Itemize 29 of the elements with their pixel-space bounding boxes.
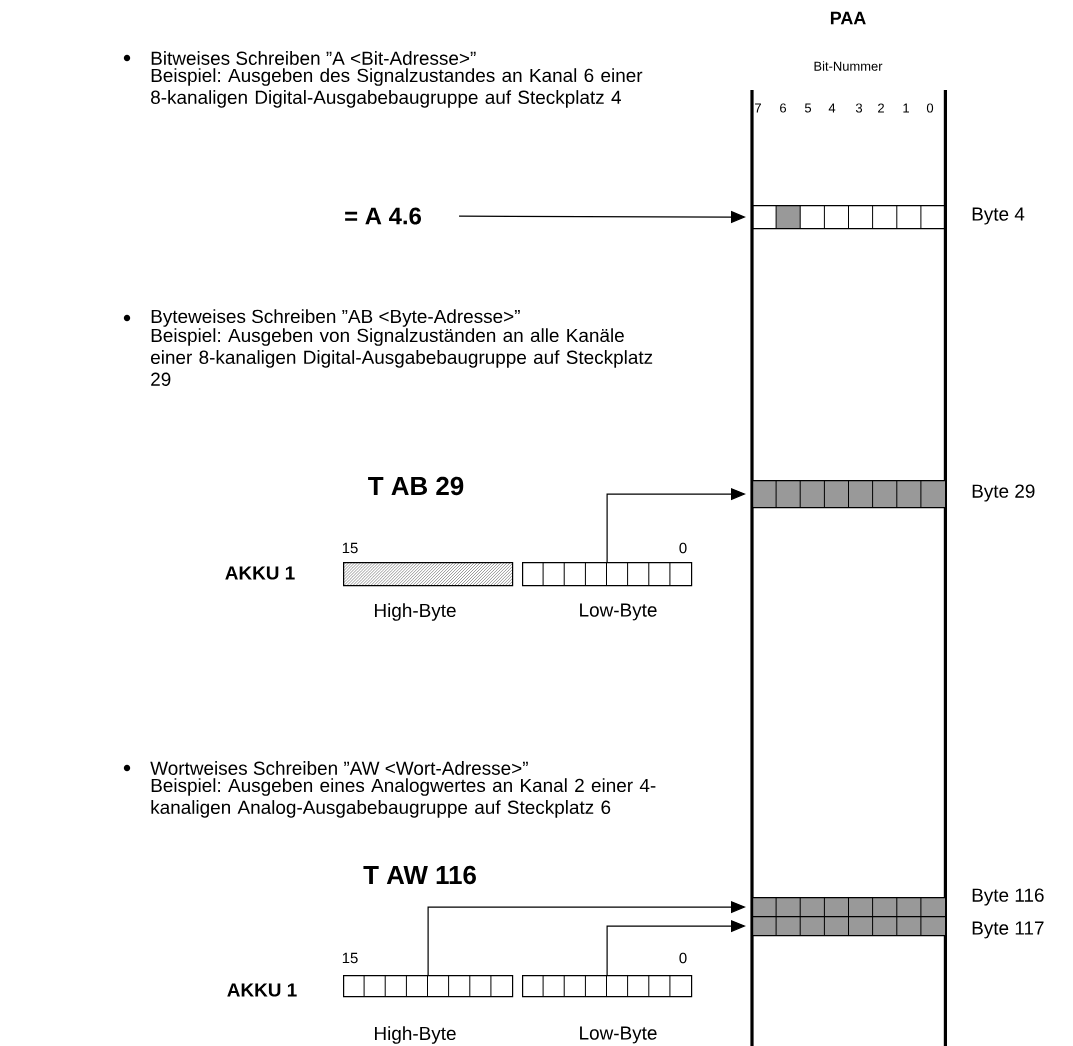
- bullet-heading: Bitweises Schreiben ”A <Bit-Adresse>”: [151, 51, 476, 65]
- column-subheading: Bit-Nummer: [814, 61, 883, 71]
- byte-caption: High-Byte: [375, 1026, 456, 1044]
- example-text: Beispiel: Ausgeben von Signalzuständen an alle Kanäle einer 8-kanaligen Digital-Ausgabebaugruppe auf Steckplatz 29: [151, 328, 653, 386]
- bit-number: 6: [780, 103, 787, 113]
- bit-number: 3: [855, 103, 863, 113]
- bit-number: 4: [828, 103, 836, 113]
- example-text: Beispiel: Ausgeben des Signalzustandes an Kanal 6 einer 8-kanaligen Digital-Ausgabebaugruppe auf Steckplatz 4: [151, 68, 643, 108]
- byte-label: Byte 116: [972, 888, 1044, 906]
- byte-label: Byte 29: [972, 484, 1035, 502]
- byte-caption: Low-Byte: [580, 603, 657, 621]
- register-name: AKKU 1: [227, 983, 297, 997]
- bullet-heading: Byteweises Schreiben ”AB <Byte-Adresse>”: [151, 309, 520, 327]
- bit-number: 2: [878, 103, 884, 113]
- bit-number: 7: [755, 103, 761, 113]
- column-heading: PAA: [830, 11, 866, 25]
- register-name: AKKU 1: [225, 566, 295, 580]
- bit-number: 0: [926, 103, 934, 113]
- bit-number: 5: [804, 103, 812, 113]
- byte-label: Byte 4: [972, 207, 1025, 225]
- bit-number: 1: [903, 103, 909, 113]
- bullet-heading: Wortweises Schreiben ”AW <Wort-Adresse>”: [150, 761, 528, 775]
- instruction-text: T AW 116: [363, 865, 476, 885]
- instruction-text: = A 4.6: [345, 207, 421, 225]
- instruction-text: T AB 29: [368, 476, 464, 496]
- byte-label: Byte 117: [972, 921, 1044, 939]
- byte-caption: High-Byte: [375, 603, 456, 621]
- example-text: Beispiel: Ausgeben eines Analogwertes an Kanal 2 einer 4-kanaligen Analog-Ausgabebaugruppe auf Steckplatz 6: [151, 778, 656, 818]
- byte-caption: Low-Byte: [580, 1026, 657, 1044]
